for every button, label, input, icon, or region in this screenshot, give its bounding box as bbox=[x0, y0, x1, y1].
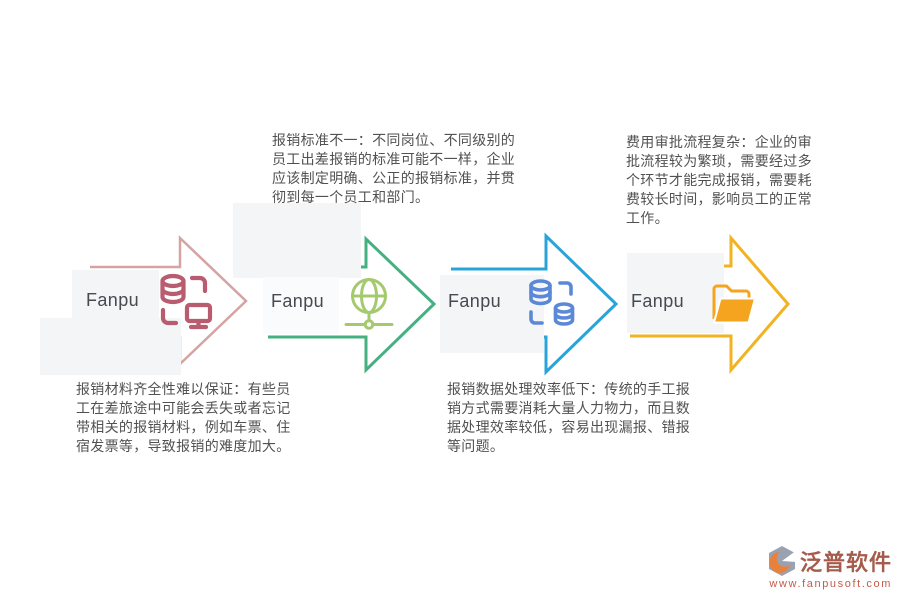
panel-step-2 bbox=[263, 277, 339, 334]
panel-step-4 bbox=[627, 253, 724, 333]
note-top-right: 费用审批流程复杂：企业的审 批流程较为繁琐，需要经过多 个环节才能完成报销，需要… bbox=[626, 134, 812, 226]
note-bottom-left: 报销材料齐全性难以保证：有些员 工在差旅途中可能会丢失或者忘记 带相关的报销材料… bbox=[76, 381, 291, 454]
watermark-brand: 泛普软件 bbox=[799, 550, 892, 575]
note-bottom-middle: 报销数据处理效率低下：传统的手工报 销方式需要消耗大量人力物力，而且数 据处理效… bbox=[447, 381, 691, 454]
step-2-label: Fanpu bbox=[271, 291, 325, 311]
watermark: 泛普软件 www.fanpusoft.com bbox=[767, 545, 892, 590]
step-1-icon bbox=[160, 273, 213, 330]
logo-notch bbox=[781, 550, 797, 562]
globe-network-icon bbox=[344, 278, 394, 330]
folder-body bbox=[712, 297, 757, 324]
step-3-label: Fanpu bbox=[448, 291, 502, 311]
arrow-4 bbox=[630, 233, 790, 375]
arrow-2 bbox=[268, 235, 437, 374]
step-3-icon bbox=[529, 279, 575, 326]
folder-tab bbox=[712, 284, 751, 319]
note-top-middle: 报销标准不一：不同岗位、不同级别的 员工出差报销的标准可能不一样，企业 应该制定… bbox=[272, 132, 516, 205]
watermark-url: www.fanpusoft.com bbox=[769, 578, 892, 590]
step-4-label: Fanpu bbox=[631, 291, 685, 311]
panel-step-3 bbox=[440, 275, 544, 353]
arrow-3 bbox=[451, 232, 619, 376]
open-folder-icon bbox=[712, 284, 757, 324]
database-monitor-icon bbox=[160, 273, 213, 330]
step-2-icon bbox=[344, 278, 394, 330]
logo-crescent bbox=[769, 551, 790, 573]
database-sync-icon bbox=[529, 279, 575, 326]
step-1-label: Fanpu bbox=[86, 290, 140, 310]
panel-under-top-note bbox=[233, 203, 361, 278]
step-4-icon bbox=[712, 284, 757, 324]
panel-step-1 bbox=[72, 270, 159, 329]
fanpu-logo-icon bbox=[768, 546, 797, 576]
